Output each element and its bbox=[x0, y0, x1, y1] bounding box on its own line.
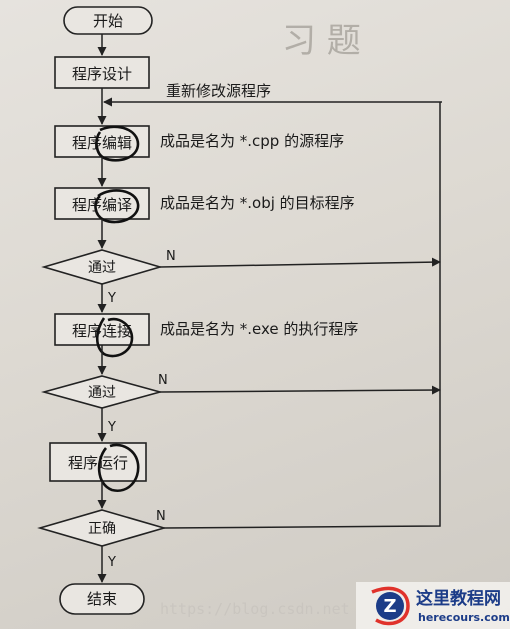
end-terminal bbox=[59, 583, 145, 615]
start-label: 开始 bbox=[93, 12, 123, 30]
step-edit-label: 程序编辑 bbox=[72, 134, 132, 152]
note-edit: 成品是名为 *.cpp 的源程序 bbox=[160, 132, 344, 150]
step-edit-box bbox=[54, 125, 150, 158]
decision-3-yes-label: Y bbox=[107, 555, 116, 570]
loop-label: 重新修改源程序 bbox=[166, 82, 271, 100]
decision-1-no-label: N bbox=[166, 249, 176, 264]
step-design-label: 程序设计 bbox=[72, 65, 132, 83]
handwritten-circle-edit bbox=[95, 125, 140, 162]
end-label: 结束 bbox=[87, 590, 117, 608]
site-logo-badge bbox=[376, 592, 404, 620]
note-compile: 成品是名为 *.obj 的目标程序 bbox=[160, 194, 355, 212]
decision-3-no-label: N bbox=[156, 509, 166, 524]
url-watermark: https://blog.csdn.net bbox=[160, 600, 350, 618]
step-link-box bbox=[54, 313, 150, 346]
site-logo-swoosh bbox=[371, 586, 410, 626]
decision-1-label: 通过 bbox=[88, 260, 116, 276]
step-design-box bbox=[54, 56, 150, 89]
decision-2-no-line bbox=[159, 385, 441, 395]
decision-1-yes-label: Y bbox=[107, 291, 116, 306]
decision-3-label: 正确 bbox=[88, 521, 116, 537]
site-logo: Z 这里教程网 herecours.com bbox=[356, 582, 510, 629]
handwritten-circle-link bbox=[95, 317, 134, 358]
site-logo-url: herecours.com bbox=[418, 611, 510, 624]
decision-2-yes-label: Y bbox=[107, 420, 116, 435]
start-terminal bbox=[63, 6, 153, 35]
decision-3-no-line bbox=[163, 102, 441, 529]
site-logo-letter: Z bbox=[383, 596, 396, 617]
background-heading: 习 题 bbox=[282, 21, 361, 61]
note-link: 成品是名为 *.exe 的执行程序 bbox=[160, 320, 358, 338]
decision-2-no-label: N bbox=[158, 373, 168, 388]
decision-2-label: 通过 bbox=[88, 385, 116, 401]
decision-1-no-line bbox=[159, 257, 441, 268]
handwritten-circle-run bbox=[97, 443, 140, 492]
step-run-label: 程序运行 bbox=[68, 454, 128, 472]
site-logo-title: 这里教程网 bbox=[416, 588, 501, 609]
step-compile-label: 程序编译 bbox=[72, 196, 132, 214]
handwritten-circle-compile bbox=[94, 189, 140, 224]
step-link-label: 程序连接 bbox=[72, 322, 132, 340]
